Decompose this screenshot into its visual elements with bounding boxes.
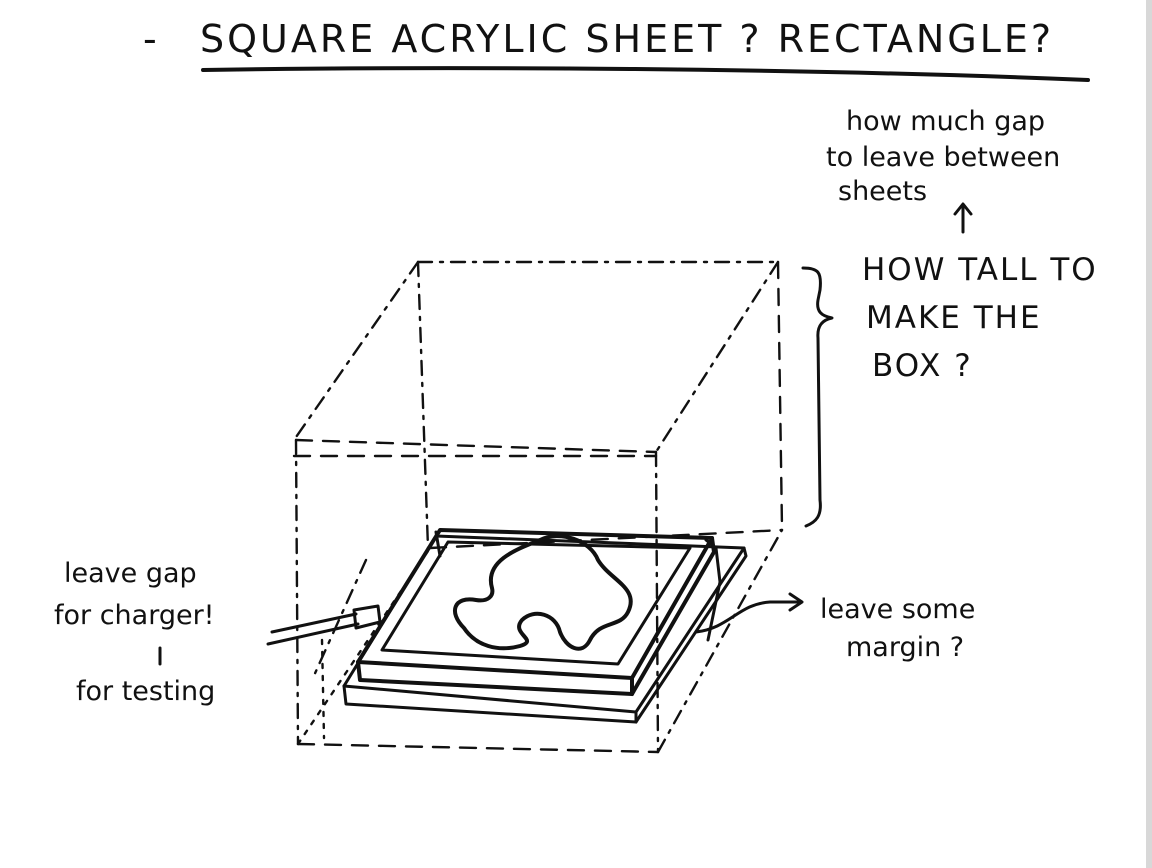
note-gap-line-2: to leave between (826, 142, 1060, 173)
box-top-right-edge (656, 262, 778, 452)
note-testing: for testing (76, 676, 215, 707)
note-charger-line-1: leave gap (64, 558, 197, 589)
sheet-bottom (344, 536, 744, 712)
box-back-left-edge (418, 262, 428, 548)
note-height-line-2: MAKE THE (866, 300, 1042, 336)
note-gap-line-3: sheets (838, 176, 927, 207)
note-height-line-3: BOX ? (872, 348, 973, 384)
box-back-right-edge (778, 262, 782, 528)
box-bottom-right-edge (658, 530, 782, 752)
charger-cable (268, 606, 380, 644)
note-charger-line-2: for charger! (54, 600, 215, 631)
box-front-left-edge (296, 440, 298, 744)
heading: - SQUARE ACRYLIC SHEET ? RECTANGLE? (143, 17, 1088, 80)
box-front-top-edge-2 (296, 440, 656, 452)
note-margin-line-2: margin ? (846, 632, 964, 663)
sheet-top-edge (358, 662, 632, 694)
paper-edge (1146, 0, 1152, 868)
note-box-height: HOW TALL TO MAKE THE BOX ? (803, 252, 1098, 526)
height-brace (803, 268, 832, 526)
blob-object (455, 536, 631, 649)
sheet-top-bevel (382, 542, 690, 664)
heading-text: SQUARE ACRYLIC SHEET ? RECTANGLE? (200, 17, 1054, 61)
note-margin-line-1: leave some (820, 594, 975, 625)
acrylic-sheets (344, 530, 746, 722)
cable-line-1 (272, 614, 356, 632)
arrow-up-icon (955, 204, 971, 232)
cable-line-2 (268, 624, 358, 644)
box-front-bottom-edge (298, 744, 658, 752)
note-height-line-1: HOW TALL TO (862, 252, 1098, 288)
heading-underline (203, 68, 1088, 80)
note-gap-between-sheets: how much gap to leave between sheets (826, 106, 1060, 232)
note-margin: leave some margin ? (696, 594, 975, 663)
note-gap-line-1: how much gap (846, 106, 1045, 137)
heading-dash: - (143, 17, 160, 61)
box-top-left-edge (294, 262, 418, 440)
sheet-top-side (632, 538, 714, 694)
note-charger-gap: leave gap for charger! for testing (54, 558, 215, 707)
